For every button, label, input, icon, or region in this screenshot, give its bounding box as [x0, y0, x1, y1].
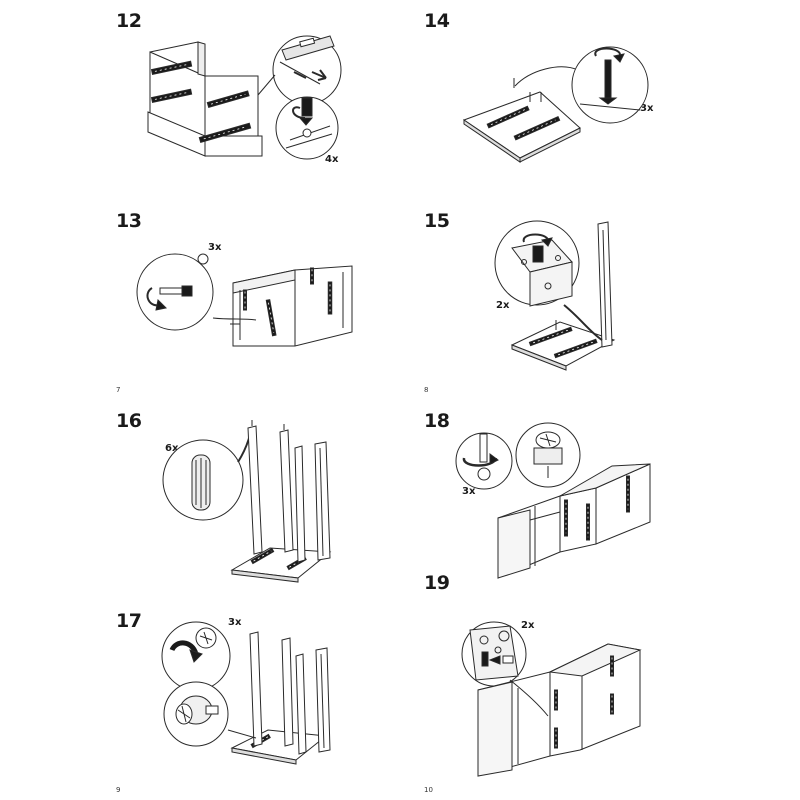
quantity-label-step-19: 2x [521, 620, 535, 631]
page-number-8: 8 [424, 386, 429, 394]
quantity-label-step-12: 4x [325, 154, 339, 165]
quantity-label-step-17: 3x [228, 617, 242, 628]
quantity-label-step-14: 3x [640, 103, 654, 114]
step-13-illustration [137, 254, 352, 346]
step-number-18: 18 [424, 410, 450, 432]
step-number-15: 15 [424, 210, 450, 232]
step-number-19: 19 [424, 572, 450, 594]
step-19-illustration [462, 622, 640, 776]
step-number-14: 14 [424, 10, 450, 32]
page-number-7: 7 [116, 386, 121, 394]
step-number-13: 13 [116, 210, 142, 232]
step-number-16: 16 [116, 410, 142, 432]
step-15-illustration [495, 221, 614, 370]
step-18-illustration [456, 423, 650, 578]
page-number-10: 10 [424, 786, 433, 794]
quantity-label-step-13: 3x [208, 242, 222, 253]
step-number-12: 12 [116, 10, 142, 32]
step-14-illustration [464, 47, 648, 162]
step-16-illustration [163, 420, 330, 582]
quantity-label-step-18: 3x [462, 486, 476, 497]
step-17-illustration [162, 622, 330, 764]
page-number-9: 9 [116, 786, 121, 794]
quantity-label-step-15: 2x [496, 300, 510, 311]
step-12-illustration [148, 36, 341, 159]
quantity-label-step-16: 6x [165, 443, 179, 454]
step-number-17: 17 [116, 610, 142, 632]
